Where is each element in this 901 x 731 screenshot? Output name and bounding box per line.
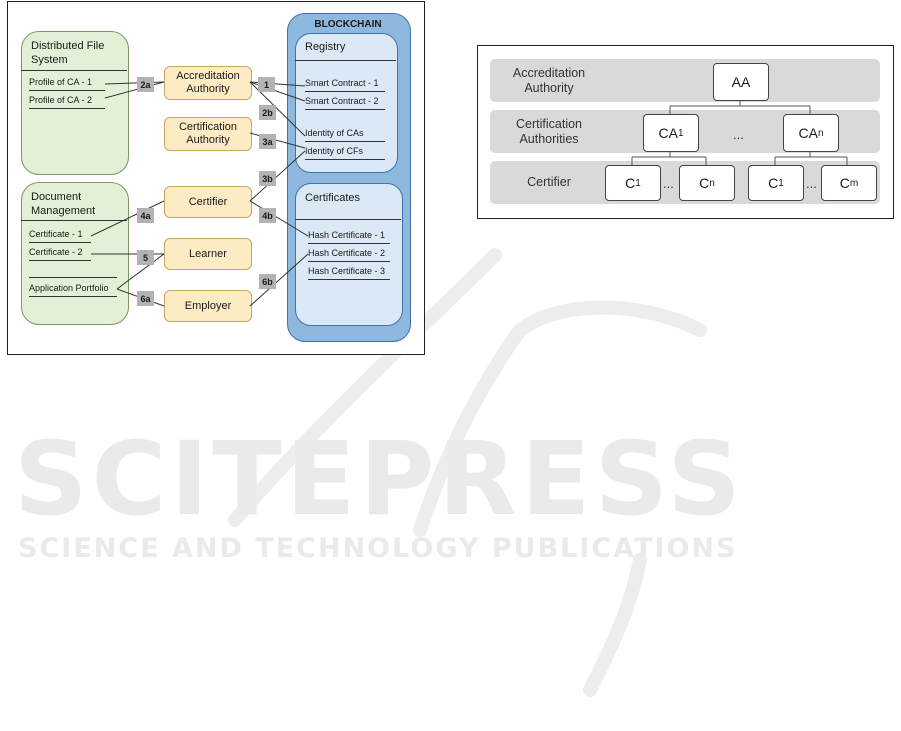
employer-box: Employer	[164, 290, 252, 322]
node-c-sub: 1	[778, 177, 784, 189]
registry-item-smart-contract-2: Smart Contract - 2	[305, 96, 379, 106]
registry-item-underline	[305, 109, 385, 110]
accreditation-authority-line2: Authority	[186, 83, 230, 95]
node-ca-n-base: CA	[798, 125, 818, 141]
node-c-sub: 1	[635, 177, 641, 189]
registry-box	[295, 33, 398, 173]
registry-item-smart-contract-1: Smart Contract - 1	[305, 78, 379, 88]
docmgmt-item-underline	[29, 242, 91, 243]
docmgmt-separator	[21, 220, 127, 221]
row-label-accreditation-line1: Accreditation	[512, 65, 586, 80]
certificates-title: Certificates	[305, 192, 361, 204]
row-label-accreditation: Accreditation Authority	[493, 59, 605, 102]
certifier-label: Certifier	[188, 195, 228, 208]
docmgmt-item-underline	[29, 277, 117, 278]
certifier-box: Certifier	[164, 186, 252, 218]
learner-label: Learner	[189, 247, 227, 260]
row-label-certification-line2: Authorities	[519, 131, 579, 146]
node-aa-label: AA	[731, 74, 751, 90]
registry-item-underline	[305, 141, 385, 142]
watermark-sub-text: SCIENCE AND TECHNOLOGY PUBLICATIONS	[18, 533, 738, 564]
row-label-certification-line1: Certification	[516, 116, 582, 131]
docmgmt-item-underline	[29, 260, 91, 261]
certificates-separator	[295, 219, 401, 220]
certificates-item-underline	[308, 279, 390, 280]
ca-ellipsis: ...	[733, 127, 744, 142]
step-tag-2b: 2b	[259, 105, 276, 120]
step-tag-4a: 4a	[137, 208, 154, 223]
certification-authority-box: Certification Authority	[164, 117, 252, 151]
c-group1-ellipsis: ...	[663, 176, 674, 191]
docmgmt-item-certificate-2: Certificate - 2	[29, 247, 83, 257]
certificates-item-hash-3: Hash Certificate - 3	[308, 266, 386, 276]
employer-label: Employer	[184, 299, 232, 312]
dfs-item-profile-2: Profile of CA - 2	[29, 95, 93, 105]
certification-authority-line1: Certification	[178, 121, 238, 133]
docmgmt-title-line2: Management	[31, 205, 96, 217]
dfs-separator	[21, 70, 127, 71]
row-label-certifier: Certifier	[493, 161, 605, 204]
watermark-main-text: SCITEPRESS	[14, 420, 745, 539]
certificates-item-hash-2: Hash Certificate - 2	[308, 248, 386, 258]
docmgmt-item-certificate-1: Certificate - 1	[29, 229, 83, 239]
step-tag-3b: 3b	[259, 171, 276, 186]
step-tag-5: 5	[137, 250, 154, 265]
certificates-item-hash-1: Hash Certificate - 1	[308, 230, 386, 240]
c-group2-ellipsis: ...	[806, 176, 817, 191]
docmgmt-item-underline	[29, 296, 117, 297]
dfs-item-profile-1: Profile of CA - 1	[29, 77, 93, 87]
docmgmt-title-line1: Document	[31, 191, 82, 203]
node-c-base: C	[839, 175, 850, 191]
registry-item-underline	[305, 159, 385, 160]
node-ca-1-sub: 1	[677, 127, 684, 139]
learner-box: Learner	[164, 238, 252, 270]
row-label-certifier-text: Certifier	[527, 175, 571, 189]
step-tag-3a: 3a	[259, 134, 276, 149]
node-ca-1-base: CA	[658, 125, 678, 141]
registry-title: Registry	[305, 41, 346, 53]
dfs-item-underline	[29, 90, 105, 91]
node-ca-n-sub: n	[817, 127, 824, 139]
accreditation-authority-line1: Accreditation	[176, 70, 240, 82]
dfs-item-underline	[29, 108, 105, 109]
row-label-certification: Certification Authorities	[493, 110, 605, 153]
row-bar-accreditation	[490, 59, 880, 102]
certification-authority-line2: Authority	[186, 134, 230, 146]
node-c-sub: m	[849, 177, 859, 189]
node-c-base: C	[768, 175, 779, 191]
node-c-base: C	[699, 175, 710, 191]
certificates-item-underline	[308, 261, 390, 262]
dfs-box	[21, 31, 129, 175]
registry-item-identity-cas: Identity of CAs	[305, 128, 364, 138]
accreditation-authority-box: Accreditation Authority	[164, 66, 252, 100]
node-c-sub: n	[709, 177, 715, 189]
step-tag-2a: 2a	[137, 77, 154, 92]
step-tag-6a: 6a	[137, 291, 154, 306]
dfs-title-line2: System	[31, 54, 68, 66]
step-tag-6b: 6b	[259, 274, 276, 289]
node-aa: AA	[713, 63, 769, 101]
registry-item-identity-cfs: Identity of CFs	[305, 146, 364, 156]
docmgmt-item-application-portfolio: Application Portfolio	[29, 283, 109, 293]
dfs-title-line1: Distributed File	[31, 40, 105, 52]
step-tag-4b: 4b	[259, 208, 276, 223]
blockchain-title: BLOCKCHAIN	[314, 19, 382, 30]
row-label-accreditation-line2: Authority	[524, 80, 574, 95]
certificates-box	[295, 183, 403, 326]
node-c-base: C	[625, 175, 636, 191]
registry-item-underline	[305, 91, 385, 92]
step-tag-1: 1	[258, 77, 275, 92]
certificates-item-underline	[308, 243, 390, 244]
registry-separator	[295, 60, 396, 61]
